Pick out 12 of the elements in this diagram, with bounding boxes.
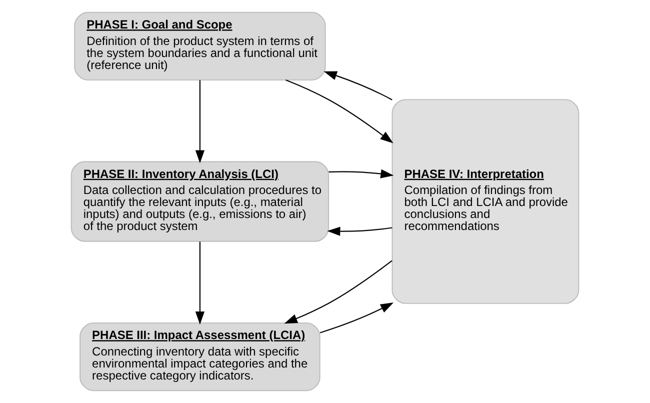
arrow	[320, 302, 394, 334]
arrow	[286, 80, 394, 144]
arrow	[284, 260, 392, 324]
node-box: PHASE III: Impact Assessment (LCIA) Connecting inventory data with specific environmental impact categories and the respective category indicators.	[80, 322, 320, 392]
node-box: PHASE II: Inventory Analysis (LCI) Data collection and calculation procedures to quantify the relevant inputs (e.g., material inputs) and outputs (e.g., emissions to air) of the product system	[70, 161, 330, 242]
arrow	[195, 80, 205, 164]
arrow	[324, 71, 392, 100]
arrow	[328, 169, 394, 178]
node-box: PHASE IV: Interpretation Compilation of findings from both LCI and LCIA and provide conclusions and recommendations	[392, 99, 580, 304]
arrow	[195, 242, 205, 325]
node-box: PHASE I: Goal and Scope Definition of the product system in terms of the system boundaries and a functional unit (reference unit)	[74, 12, 326, 81]
arrow	[327, 226, 392, 236]
